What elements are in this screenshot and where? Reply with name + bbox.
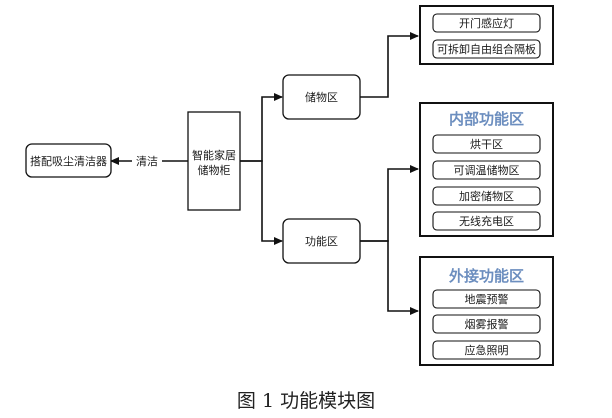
internal-item-label: 可调温储物区 <box>454 163 520 177</box>
external-item: 烟雾报警 <box>432 314 541 334</box>
external-function-group: 外接功能区 地震预警 烟雾报警 应急照明 <box>419 256 554 366</box>
internal-item: 加密储物区 <box>432 186 541 206</box>
storage-group: 开门感应灯 可拆卸自由组合隔板 <box>419 5 554 65</box>
internal-item-label: 烘干区 <box>470 137 503 151</box>
storage-node-label: 储物区 <box>305 90 338 104</box>
figure-caption: 图 1 功能模块图 <box>236 390 376 412</box>
internal-item-label: 无线充电区 <box>459 214 514 228</box>
edge-function-to-internal <box>360 165 419 242</box>
external-item: 应急照明 <box>432 340 541 360</box>
storage-item-label: 开门感应灯 <box>459 16 514 30</box>
edge-storage-to-group <box>360 32 419 98</box>
internal-item-label: 加密储物区 <box>459 189 514 203</box>
internal-item: 烘干区 <box>432 134 541 154</box>
external-item-label: 烟雾报警 <box>465 317 509 331</box>
storage-item: 开门感应灯 <box>432 13 541 33</box>
storage-item-label: 可拆卸自由组合隔板 <box>437 42 536 56</box>
storage-node: 储物区 <box>282 74 361 120</box>
center-node: 智能家居 储物柜 <box>187 111 241 211</box>
center-node-line1: 智能家居 <box>192 148 236 162</box>
external-item: 地震预警 <box>432 289 541 309</box>
external-group-title: 外接功能区 <box>448 267 524 285</box>
internal-function-group: 内部功能区 烘干区 可调温储物区 加密储物区 无线充电区 <box>419 102 554 237</box>
storage-item: 可拆卸自由组合隔板 <box>432 39 541 59</box>
internal-item: 可调温储物区 <box>432 160 541 180</box>
function-node-label: 功能区 <box>305 234 338 248</box>
internal-group-title: 内部功能区 <box>449 110 524 128</box>
edges <box>110 32 419 315</box>
center-node-line2: 储物柜 <box>198 163 231 177</box>
external-item-label: 应急照明 <box>465 343 509 357</box>
external-item-label: 地震预警 <box>465 292 509 306</box>
edge-label-bg <box>132 153 162 169</box>
edge-center-to-function <box>240 160 283 245</box>
edge-label-clean: 清洁 <box>136 155 158 168</box>
edge-center-to-storage <box>240 93 283 162</box>
function-node: 功能区 <box>282 218 361 264</box>
left-node-label: 搭配吸尘清洁器 <box>30 155 107 168</box>
edge-function-to-external <box>360 240 419 315</box>
left-node: 搭配吸尘清洁器 <box>25 143 112 178</box>
internal-item: 无线充电区 <box>432 211 541 231</box>
